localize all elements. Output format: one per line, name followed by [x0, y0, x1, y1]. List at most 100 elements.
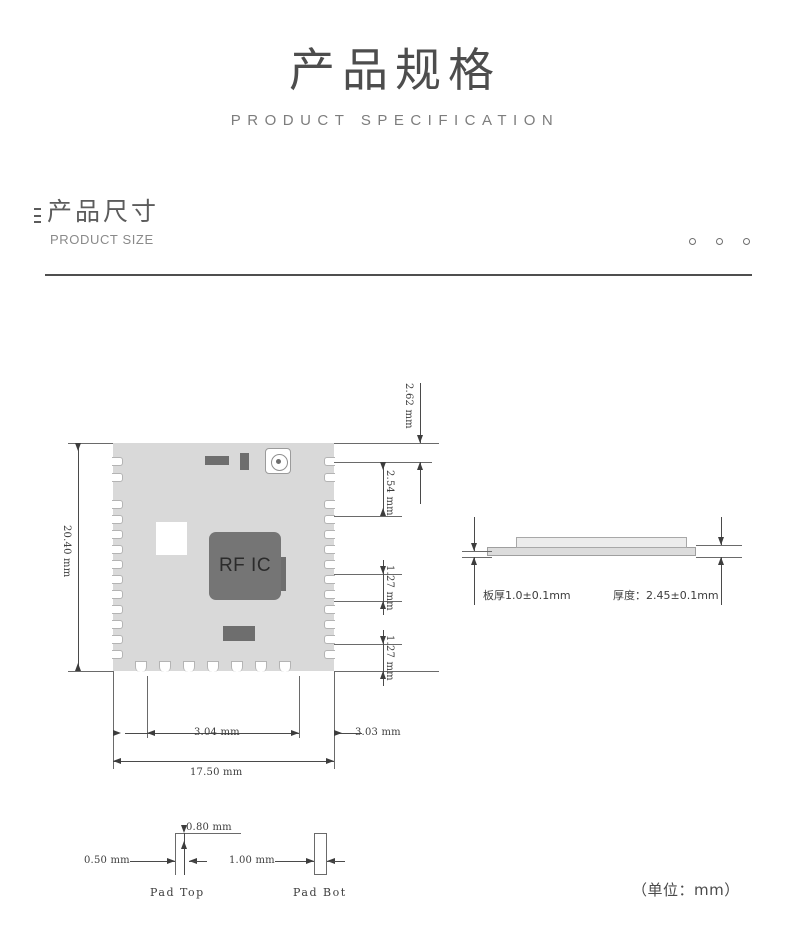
pad-left	[112, 605, 123, 614]
arrow-pitch-254-bottom	[379, 508, 386, 516]
arrow-304-left	[147, 729, 155, 736]
pad-left	[112, 515, 123, 524]
side-view-extension-right	[696, 545, 742, 546]
page-title-en: PRODUCT SPECIFICATION	[230, 111, 560, 129]
pad-right	[324, 635, 335, 644]
pad-left	[112, 575, 123, 584]
extension-line-left-top	[68, 443, 113, 444]
smd-component-b	[240, 453, 249, 470]
side-view-pad-left	[462, 551, 492, 552]
pad-right	[324, 560, 335, 569]
dim-label-303: 3.03 mm	[355, 727, 401, 738]
pad-left	[112, 530, 123, 539]
dim-label-304: 3.04 mm	[194, 727, 240, 738]
dim-line-pitch-127b	[383, 630, 384, 686]
pad-left	[112, 545, 123, 554]
pad-right	[324, 575, 335, 584]
arrow-pad-bot-width-left	[327, 857, 335, 864]
dim-label-board-thickness: 板厚1.0±0.1mm	[483, 589, 571, 602]
ufl-coaxial-connector-icon	[265, 448, 291, 474]
pad-left	[112, 635, 123, 644]
arrow-304-right	[291, 729, 299, 736]
dim-line-board-thickness-lower	[474, 557, 475, 605]
pad-right	[324, 515, 335, 524]
arrow-width-right	[326, 757, 334, 764]
dim-label-pitch-127b: 1.27 mm	[384, 635, 395, 681]
dim-label-pitch-127a: 1.27 mm	[384, 565, 395, 611]
list-marker-icon	[34, 208, 41, 223]
pad-bottom	[159, 661, 171, 672]
side-view-pad-left-2	[462, 557, 492, 558]
pad-top-caption: Pad Top	[150, 886, 205, 899]
arrow-pitch-127a-top	[379, 566, 386, 574]
dim-line-303	[334, 733, 362, 734]
dim-line-pitch-254-outer	[420, 462, 421, 504]
dim-line-304-outer	[125, 733, 147, 734]
pad-top-shape	[175, 833, 189, 875]
section-title-cn: 产品尺寸	[47, 197, 160, 226]
arrow-pad-top-height-up	[180, 841, 187, 849]
arrow-width-left	[113, 757, 121, 764]
rf-ic-block: RF IC	[209, 532, 281, 600]
section-divider	[45, 274, 752, 276]
pad-left	[112, 590, 123, 599]
page-title-cn: 产品规格	[289, 43, 501, 97]
pad-top-dim-line-v	[184, 833, 185, 875]
dim-line-width	[113, 761, 334, 762]
dim-line-board-thickness-upper	[474, 517, 475, 551]
pad-left	[112, 473, 123, 482]
pad-right	[324, 545, 335, 554]
pad-right	[324, 605, 335, 614]
pad-bottom	[255, 661, 267, 672]
arrow-height-top	[74, 443, 81, 451]
arrow-pitch-254-top	[379, 462, 386, 470]
dim-line-height	[78, 443, 79, 671]
pad-right	[324, 457, 335, 466]
arrow-pad-top-width-right	[167, 857, 175, 864]
extension-bottom-inner-left	[147, 676, 148, 738]
dim-line-total-thickness-upper	[721, 517, 722, 545]
arrow-pad-bot-width-right	[306, 857, 314, 864]
section-title-en: PRODUCT SIZE	[50, 231, 154, 247]
extension-line-bottom	[334, 671, 439, 672]
section-heading: 产品尺寸 PRODUCT SIZE	[34, 196, 756, 276]
extension-line-left-bottom	[68, 671, 113, 672]
dim-label-pad-bot-width: 1.00 mm	[229, 855, 275, 866]
arrow-pitch-127b-top	[379, 636, 386, 644]
dim-label-total-thickness: 厚度：2.45±0.1mm	[613, 589, 719, 602]
pad-left	[112, 500, 123, 509]
dim-line-top-offset	[420, 383, 421, 443]
unit-note: （单位：mm）	[632, 881, 740, 899]
smd-component-a	[205, 456, 229, 465]
arrow-board-thickness-down	[470, 543, 477, 551]
pad-bot-shape	[314, 833, 327, 875]
pad-bottom	[231, 661, 243, 672]
arrow-board-thickness-up	[470, 557, 477, 565]
pad-bottom	[207, 661, 219, 672]
three-dots-icon	[689, 238, 750, 245]
dim-label-pad-top-width: 0.50 mm	[84, 855, 130, 866]
arrow-total-thickness-down	[717, 537, 724, 545]
arrow-pitch-254-outer	[416, 462, 423, 470]
pad-left	[112, 650, 123, 659]
pad-right	[324, 650, 335, 659]
smd-component-d	[223, 626, 255, 641]
dim-label-width: 17.50 mm	[190, 767, 243, 778]
page-header: 产品规格 PRODUCT SPECIFICATION	[0, 0, 790, 129]
dim-label-pitch-254: 2.54 mm	[384, 470, 395, 516]
pad-bot-dim-line-h2	[327, 861, 345, 862]
pad-bottom	[135, 661, 147, 672]
pad-bottom	[183, 661, 195, 672]
extension-pitch-254-bottom	[334, 516, 402, 517]
dim-label-pad-top-height: 0.80 mm	[186, 822, 232, 833]
arrow-303	[334, 729, 342, 736]
pad-top-dim-line-h2	[189, 861, 207, 862]
extension-bottom-inner-right	[299, 676, 300, 738]
extension-pitch-127a-top	[334, 574, 402, 575]
arrow-pad-top-width-left	[189, 857, 197, 864]
arrow-304-outer-left	[113, 729, 121, 736]
pad-right	[324, 620, 335, 629]
side-view-board	[487, 547, 696, 556]
pad-right	[324, 530, 335, 539]
